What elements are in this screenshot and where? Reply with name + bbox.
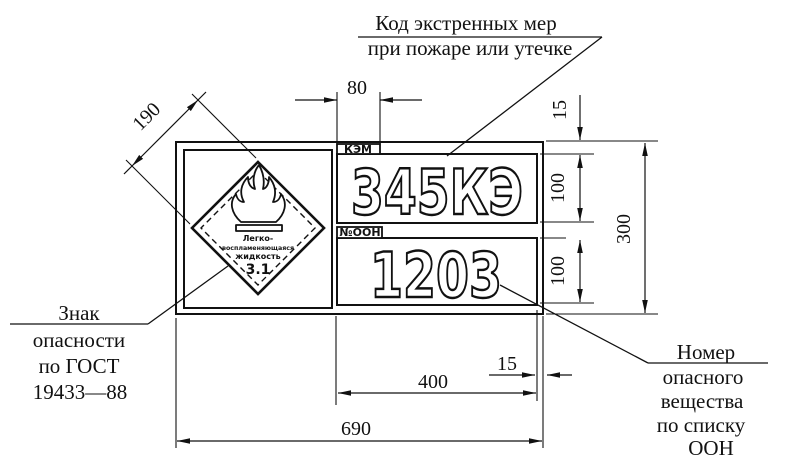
un-box [336, 237, 538, 306]
callout-hazard-sign: Знак опасности по ГОСТ 19433—88 [10, 265, 229, 404]
kem-tab-label: КЭМ [344, 143, 372, 156]
un-number-callout-line5: ООН [688, 436, 734, 460]
emergency-code-value: 345КЭ [351, 156, 523, 229]
dimension-400-label: 400 [418, 371, 448, 393]
dimension-15-top: 15 [549, 95, 583, 140]
dimension-15-bottom: 15 [489, 310, 572, 401]
hazard-class-number: 3.1 [246, 262, 271, 278]
kem-tab [336, 143, 381, 155]
dimension-300: 300 [546, 143, 658, 315]
flame-base-bar [235, 224, 283, 232]
diamond-text-line2: воспламеняющаяся [222, 244, 294, 252]
dimension-690: 690 [175, 316, 544, 448]
dimension-80-label: 80 [347, 77, 367, 99]
diamond-text-line3: жидкость [235, 252, 280, 261]
un-tab [336, 226, 383, 239]
dimension-15-bottom-label: 15 [497, 353, 517, 375]
diamond-text-line1: Легко- [243, 234, 274, 243]
flame-icon [230, 164, 286, 223]
hazard-sign-callout-line2: опасности [33, 328, 125, 352]
un-number-value: 1203 [370, 239, 502, 312]
un-number-callout-line3: вещества [661, 389, 744, 413]
callout-emergency-code: Код экстренных мер при пожаре или утечке [358, 11, 603, 157]
un-number-callout-line4: по списку [657, 413, 746, 437]
leader-line-hazard-sign [147, 265, 229, 325]
un-number-callout-line1: Номер [677, 340, 735, 364]
un-tab-label: №ООН [339, 226, 380, 239]
hazard-sign-callout-line3: по ГОСТ [39, 354, 120, 378]
kem-box [336, 153, 538, 224]
dimension-300-label: 300 [613, 214, 635, 244]
dimension-400: 400 [335, 316, 536, 405]
dimension-15-top-label: 15 [549, 100, 571, 120]
dimension-690-label: 690 [341, 418, 371, 440]
dimension-100-top: 100 [540, 140, 658, 223]
un-number-callout-line2: опасного [663, 365, 744, 389]
diamond-inner-dashed-border [200, 170, 316, 286]
callout-un-number: Номер опасного вещества по списку ООН [499, 284, 768, 460]
dimension-100-bottom: 100 [540, 237, 594, 304]
hazard-sign-callout-line1: Знак [58, 301, 100, 325]
dimension-190-label: 190 [128, 98, 165, 135]
emergency-code-callout-line2: при пожаре или утечке [368, 36, 573, 60]
dimension-100-top-label: 100 [547, 173, 569, 203]
emergency-code-callout-line1: Код экстренных мер [375, 11, 557, 35]
dimension-80: 80 [295, 77, 422, 146]
dimension-100-bottom-label: 100 [547, 256, 569, 286]
leader-line-emergency-code [446, 36, 603, 157]
hazard-sign-callout-line4: 19433—88 [33, 380, 128, 404]
hazard-diamond: Легко- воспламеняющаяся жидкость 3.1 [190, 160, 326, 296]
leader-line-un-number [499, 284, 649, 364]
